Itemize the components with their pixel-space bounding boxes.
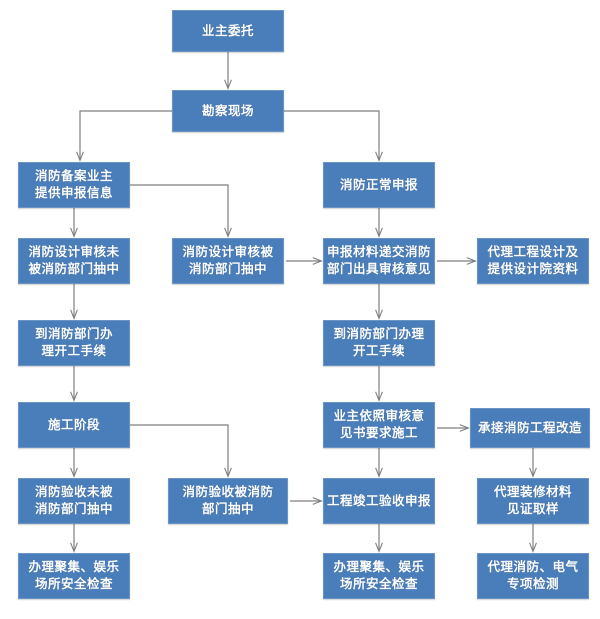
node-completion-acceptance[interactable]: 工程竣工验收申报 <box>323 478 435 524</box>
node-agent-material-sampling[interactable]: 代理装修材料 见证取样 <box>477 478 589 524</box>
node-safety-check-mid[interactable]: 办理聚集、娱乐 场所安全检查 <box>323 553 435 599</box>
node-agent-design-institute[interactable]: 代理工程设计及 提供设计院资料 <box>477 238 589 284</box>
node-accept-selected[interactable]: 消防验收被消防 部门抽中 <box>168 478 288 524</box>
node-owner-commission[interactable]: 业主委托 <box>172 10 284 52</box>
node-submit-materials-opinion[interactable]: 申报材料递交消防 部门出具审核意见 <box>323 238 435 284</box>
node-start-work-right[interactable]: 到消防部门办理 开工手续 <box>323 320 435 366</box>
node-undertake-fire-retrofit[interactable]: 承接消防工程改造 <box>470 408 590 448</box>
node-agent-fire-electric-test[interactable]: 代理消防、电气 专项检测 <box>477 553 589 599</box>
node-normal-declaration[interactable]: 消防正常申报 <box>323 162 435 208</box>
node-site-survey[interactable]: 勘察现场 <box>172 90 284 132</box>
node-safety-check-left[interactable]: 办理聚集、娱乐 场所安全检查 <box>18 553 130 599</box>
node-design-selected[interactable]: 消防设计审核被 消防部门抽中 <box>172 238 284 284</box>
node-filing-owner-info[interactable]: 消防备案业主 提供申报信息 <box>18 162 130 208</box>
node-owner-builds-per-opinion[interactable]: 业主依照审核意 见书要求施工 <box>323 402 435 448</box>
node-construction-stage[interactable]: 施工阶段 <box>18 402 130 448</box>
node-start-work-left[interactable]: 到消防部门办 理开工手续 <box>18 320 130 366</box>
node-accept-not-selected[interactable]: 消防验收未被 消防部门抽中 <box>18 478 130 524</box>
node-design-not-selected[interactable]: 消防设计审核未 被消防部门抽中 <box>18 238 130 284</box>
